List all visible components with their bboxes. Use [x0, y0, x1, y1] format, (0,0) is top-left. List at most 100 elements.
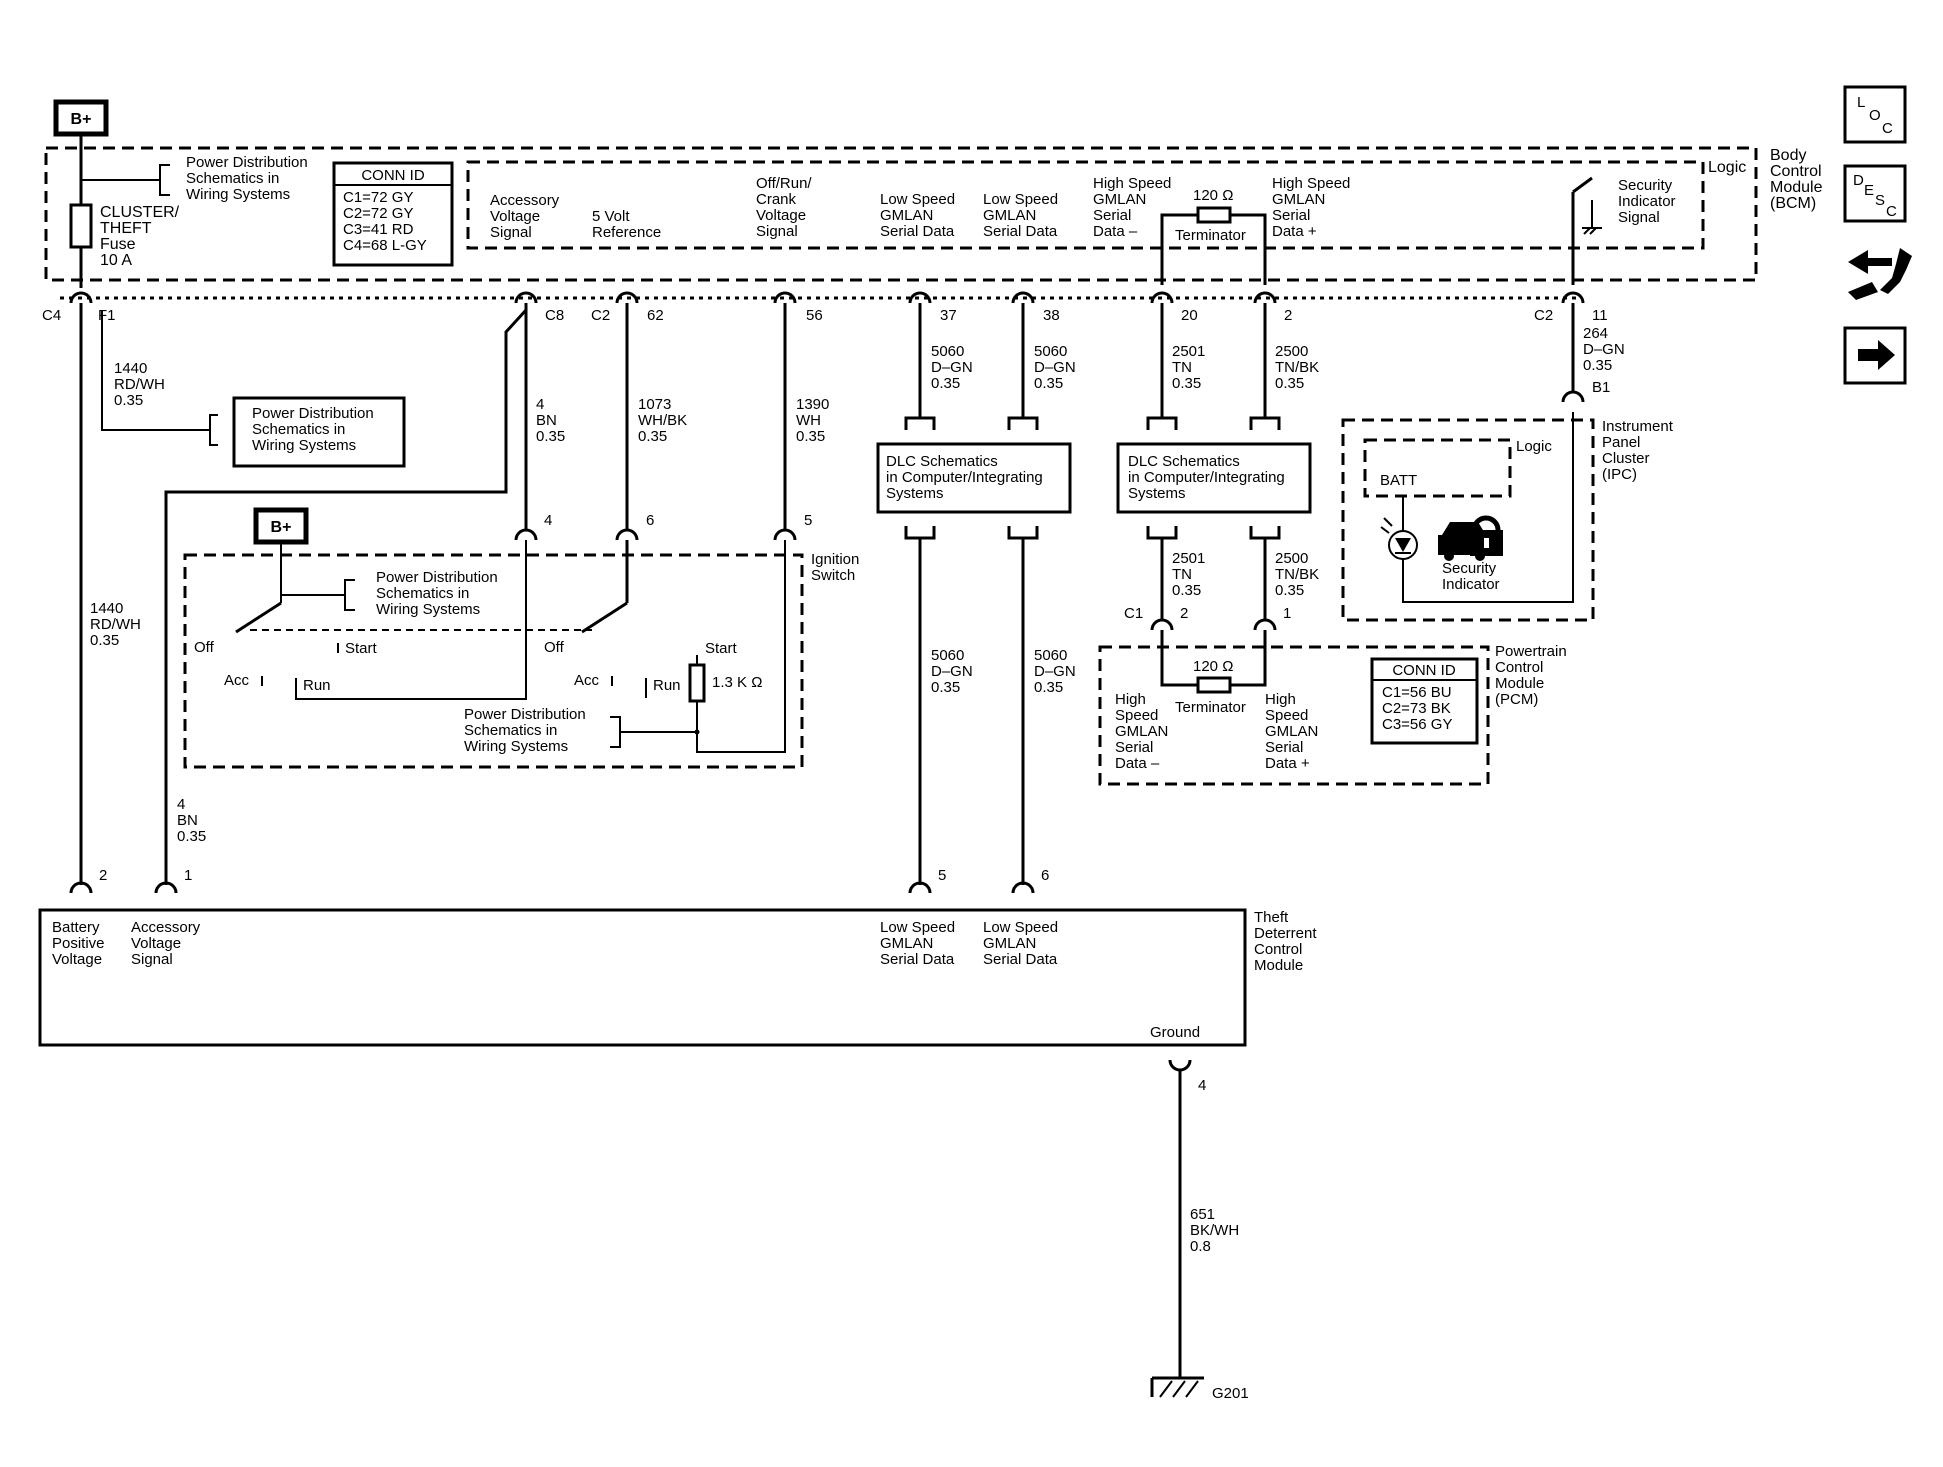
next-page-arrow-button[interactable] [1843, 326, 1907, 385]
svg-text:Panel: Panel [1602, 434, 1640, 451]
svg-text:120 Ω: 120 Ω [1193, 658, 1233, 675]
wire-2500-a-label: 2500 TN/BK 0.35 [1275, 343, 1319, 392]
svg-text:Data +: Data + [1272, 223, 1317, 240]
svg-text:2: 2 [99, 867, 107, 884]
svg-text:0.35: 0.35 [1275, 582, 1304, 599]
svg-text:High: High [1265, 691, 1296, 708]
svg-text:Wiring Systems: Wiring Systems [252, 437, 356, 454]
svg-text:2: 2 [1284, 307, 1292, 324]
svg-text:Cluster: Cluster [1602, 450, 1650, 467]
svg-text:THEFT: THEFT [100, 220, 152, 237]
svg-text:WH/BK: WH/BK [638, 412, 687, 429]
pcm-high-speed-gmlan-neg: High Speed GMLAN Serial Data – [1115, 691, 1168, 772]
svg-text:F1: F1 [98, 307, 116, 324]
svg-text:0.35: 0.35 [1172, 375, 1201, 392]
svg-text:0.35: 0.35 [796, 428, 825, 445]
svg-text:Switch: Switch [811, 567, 855, 584]
wire-1073-label: 1073 WH/BK 0.35 [638, 396, 687, 445]
theft-deterrent-module-box [38, 908, 1247, 1047]
svg-text:Control: Control [1495, 659, 1543, 676]
bcm-logic-label: Logic [1708, 159, 1746, 176]
ignition-b-plus-source: B+ [253, 507, 309, 545]
ign-acc-2: Acc [574, 672, 600, 689]
svg-text:Accessory: Accessory [490, 192, 560, 209]
svg-text:0.35: 0.35 [931, 679, 960, 696]
svg-text:Terminator: Terminator [1175, 699, 1246, 716]
location-view-button[interactable]: L O C [1843, 85, 1907, 144]
svg-text:Serial Data: Serial Data [983, 223, 1058, 240]
tdm-battery-positive-voltage: Battery Positive Voltage [52, 919, 105, 968]
svg-text:5: 5 [938, 867, 946, 884]
description-view-button[interactable]: D E S C [1843, 164, 1907, 223]
svg-text:0.35: 0.35 [90, 632, 119, 649]
svg-text:Serial Data: Serial Data [880, 951, 955, 968]
svg-text:Control: Control [1254, 941, 1302, 958]
svg-text:DLC Schematics: DLC Schematics [1128, 453, 1240, 470]
svg-text:(IPC): (IPC) [1602, 466, 1637, 483]
power-distribution-box[interactable]: Power Distribution Schematics in Wiring … [232, 396, 406, 468]
svg-text:Schematics in: Schematics in [252, 421, 345, 438]
svg-text:Voltage: Voltage [490, 208, 540, 225]
ipc-security-indicator-label: Security Indicator [1442, 560, 1500, 593]
pcm-pins: C1 2 1 [1124, 605, 1291, 631]
ipc-pin-b1: B1 [1592, 379, 1610, 396]
svg-text:0.35: 0.35 [114, 392, 143, 409]
svg-text:in Computer/Integrating: in Computer/Integrating [886, 469, 1043, 486]
svg-text:TN: TN [1172, 566, 1192, 583]
svg-text:4: 4 [177, 796, 185, 813]
fuse-label: CLUSTER/ THEFT Fuse 10 A [100, 204, 180, 269]
svg-text:2: 2 [1180, 605, 1188, 622]
svg-text:2501: 2501 [1172, 343, 1205, 360]
svg-text:TN/BK: TN/BK [1275, 359, 1319, 376]
pcm-terminator-resistor: 120 Ω Terminator [1160, 630, 1267, 716]
svg-text:Data +: Data + [1265, 755, 1310, 772]
svg-text:Fuse: Fuse [100, 236, 136, 253]
svg-text:C4: C4 [42, 307, 61, 324]
svg-text:Systems: Systems [886, 485, 944, 502]
svg-text:Powertrain: Powertrain [1495, 643, 1567, 660]
svg-text:C: C [1882, 120, 1893, 137]
ignition-power-distribution-ref-top[interactable]: Power Distribution Schematics in Wiring … [376, 569, 498, 618]
tdm-low-speed-gmlan-2: Low Speed GMLAN Serial Data [983, 919, 1058, 968]
svg-text:Power Distribution: Power Distribution [376, 569, 498, 586]
bcm-accessory-voltage-signal: Accessory Voltage Signal [490, 192, 560, 241]
svg-text:6: 6 [646, 512, 654, 529]
svg-text:Schematics in: Schematics in [376, 585, 469, 602]
ipc-batt-label: BATT [1380, 472, 1417, 489]
svg-text:C: C [1886, 203, 1897, 220]
bcm-power-distribution-ref[interactable]: Power Distribution Schematics in Wiring … [186, 154, 308, 203]
svg-text:Signal: Signal [490, 224, 532, 241]
svg-text:C2: C2 [1534, 307, 1553, 324]
svg-text:Off/Run/: Off/Run/ [756, 175, 812, 192]
wire-2501-b-label: 2501 TN 0.35 [1172, 550, 1205, 599]
wire-4-bn-accessory [164, 303, 528, 885]
diagnostic-tools-icon[interactable] [1848, 248, 1912, 300]
wire-1440-label-top: 1440 RD/WH 0.35 [114, 360, 165, 409]
wire-264-label: 264 D–GN 0.35 [1583, 325, 1625, 374]
wire-5060-d-label: 5060 D–GN 0.35 [1034, 647, 1076, 696]
tdm-accessory-voltage-signal: Accessory Voltage Signal [131, 919, 201, 968]
svg-text:0.35: 0.35 [1034, 375, 1063, 392]
svg-text:E: E [1864, 182, 1874, 199]
svg-text:RD/WH: RD/WH [114, 376, 165, 393]
svg-text:Control: Control [1770, 163, 1822, 180]
svg-text:1: 1 [1283, 605, 1291, 622]
dlc-schematics-box-1[interactable]: DLC Schematics in Computer/Integrating S… [876, 442, 1072, 514]
svg-text:Data –: Data – [1093, 223, 1138, 240]
ign-acc-1: Acc [224, 672, 250, 689]
svg-text:High Speed: High Speed [1093, 175, 1171, 192]
svg-text:1390: 1390 [796, 396, 829, 413]
dlc-schematics-box-2[interactable]: DLC Schematics in Computer/Integrating S… [1116, 442, 1312, 514]
svg-text:Module: Module [1495, 675, 1544, 692]
svg-text:Security: Security [1618, 177, 1673, 194]
bcm-conn-id-table: CONN ID C1=72 GY C2=72 GY C3=41 RD C4=68… [332, 161, 454, 267]
ipc-logic-outline [1363, 438, 1512, 498]
svg-text:Security: Security [1442, 560, 1497, 577]
svg-text:Deterrent: Deterrent [1254, 925, 1317, 942]
svg-text:TN/BK: TN/BK [1275, 566, 1319, 583]
svg-text:0.35: 0.35 [931, 375, 960, 392]
svg-text:264: 264 [1583, 325, 1608, 342]
ignition-power-distribution-ref-bottom[interactable]: Power Distribution Schematics in Wiring … [464, 706, 586, 755]
svg-text:62: 62 [647, 307, 664, 324]
